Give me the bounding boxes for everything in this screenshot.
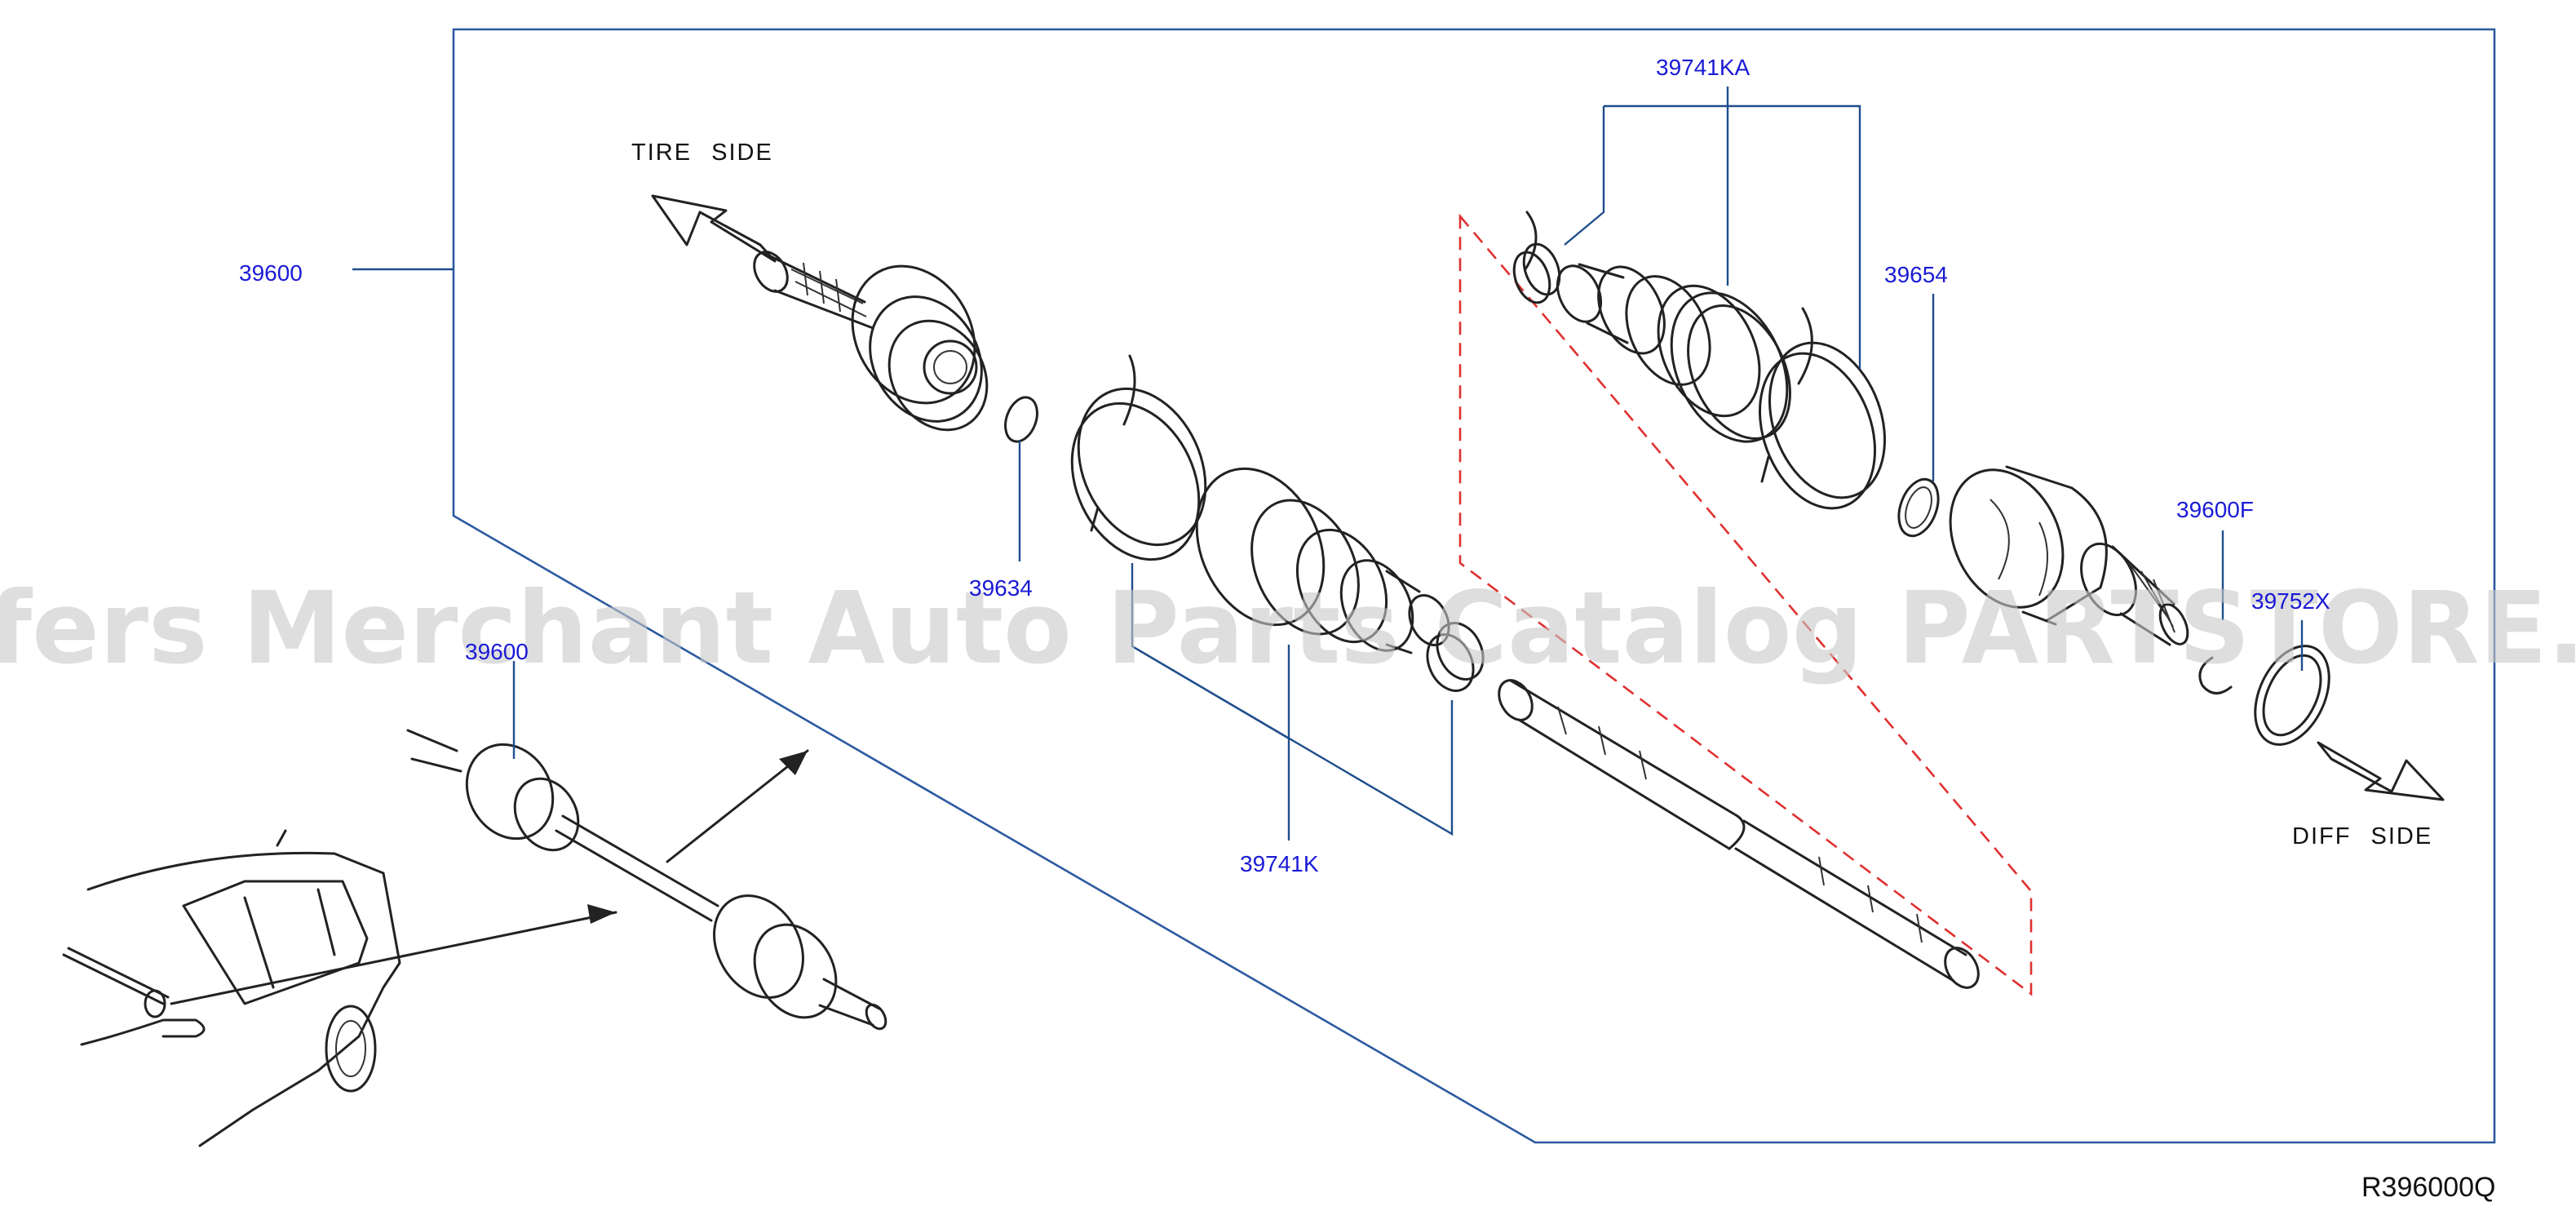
circlip-39654 (1897, 477, 1940, 538)
dust-seal-39752X (2254, 645, 2330, 746)
inner-cv-joint-housing (1949, 465, 2189, 646)
snap-ring-39634 (1004, 396, 1038, 443)
outer-boot-band-large (1070, 354, 1207, 561)
callout-39741KA[interactable]: 39741KA (1656, 55, 1751, 80)
arrow-up-left-icon (651, 194, 777, 263)
tire-side-label: TIRE SIDE (631, 140, 773, 166)
small-circlip (2198, 656, 2233, 694)
assembly-frame (452, 28, 2496, 1144)
callout-39600F[interactable]: 39600F (2176, 497, 2254, 522)
callout-39654[interactable]: 39654 (1884, 262, 1948, 287)
inner-boot-band-large (1759, 307, 1886, 510)
outer-boot-band-small (1426, 622, 1485, 692)
callout-39600-vehicle[interactable]: 39600 (465, 639, 529, 664)
pointer-arrows (170, 749, 809, 1005)
watermark-text: Offers Merchant Auto Parts Catalog PARTS… (0, 570, 2576, 686)
callout-39741K[interactable]: 39741K (1240, 851, 1319, 876)
leader-lines (352, 86, 2304, 841)
outer-boot (1195, 467, 1450, 654)
callout-39752X[interactable]: 39752X (2251, 588, 2330, 614)
diff-side-label: DIFF SIDE (2292, 823, 2432, 849)
outer-cv-joint (753, 251, 989, 432)
inner-boot (1556, 263, 1791, 443)
arrow-down-right-icon (2317, 741, 2445, 801)
assembled-axle (406, 729, 887, 1031)
drive-shaft (1498, 679, 1980, 989)
callout-39634[interactable]: 39634 (969, 575, 1033, 601)
callout-39600[interactable]: 39600 (239, 260, 303, 286)
inner-shaft-group-outline (1458, 213, 2033, 996)
vehicle-illustration (62, 829, 401, 1147)
inner-boot-band-small (1512, 211, 1561, 304)
reference-code: R396000Q (2361, 1172, 2495, 1203)
